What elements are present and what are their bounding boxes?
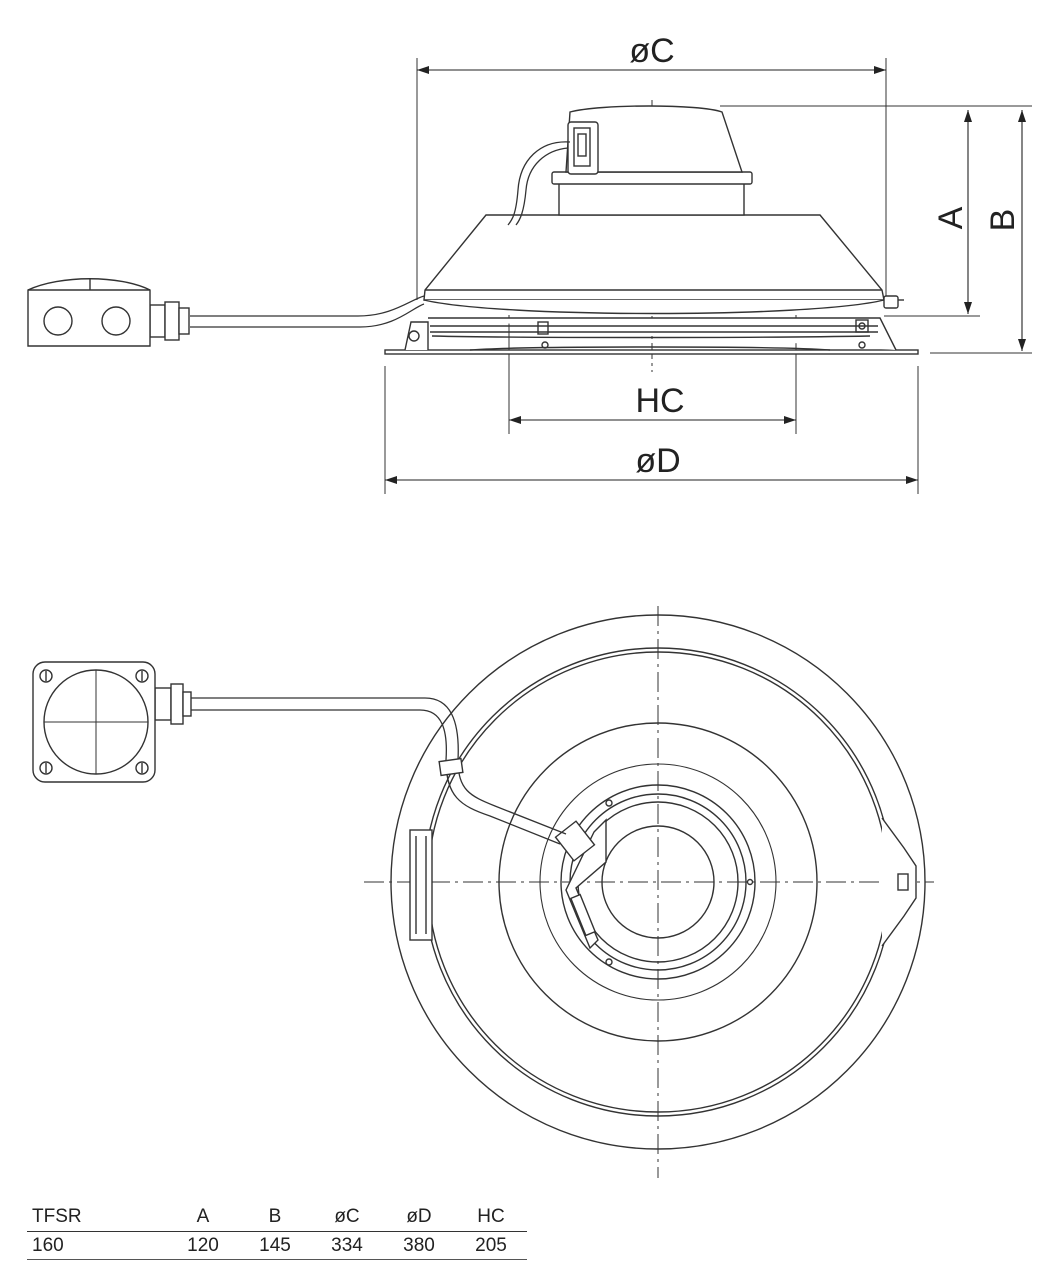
motor-hub xyxy=(601,825,715,939)
spec-table: TFSR A B øC øD HC 160 120 145 334 380 20… xyxy=(27,1204,527,1260)
spec-table-header-row: TFSR A B øC øD HC xyxy=(27,1204,527,1232)
top-view xyxy=(32,606,934,1178)
supply-cable xyxy=(190,295,425,317)
col-header-hc: HC xyxy=(455,1204,527,1232)
col-header-model: TFSR xyxy=(27,1204,167,1232)
dim-label-od: øD xyxy=(635,442,680,480)
cell-model: 160 xyxy=(27,1231,167,1260)
base-plate xyxy=(384,349,919,355)
left-bracket xyxy=(409,829,433,941)
cell-od: 380 xyxy=(383,1231,455,1260)
top-supply-cable xyxy=(190,697,567,835)
col-header-oc: øC xyxy=(311,1204,383,1232)
col-header-a: A xyxy=(167,1204,239,1232)
motor-cable xyxy=(507,141,571,226)
cell-b: 145 xyxy=(239,1231,311,1260)
col-header-b: B xyxy=(239,1204,311,1232)
dim-label-a: A xyxy=(932,206,970,229)
control-box-side xyxy=(27,278,151,347)
col-header-od: øD xyxy=(383,1204,455,1232)
control-box-top xyxy=(32,661,156,783)
side-view xyxy=(27,58,1032,494)
fan-housing xyxy=(423,214,885,301)
outer-flange xyxy=(390,614,926,1150)
dim-label-b: B xyxy=(984,209,1022,232)
cell-a: 120 xyxy=(167,1231,239,1260)
cell-oc: 334 xyxy=(311,1231,383,1260)
motor-ring xyxy=(560,784,756,980)
table-row: 160 120 145 334 380 205 xyxy=(27,1231,527,1260)
motor-cap xyxy=(565,105,743,173)
dim-label-hc: HC xyxy=(635,382,684,420)
cell-hc: 205 xyxy=(455,1231,527,1260)
dim-label-oc: øC xyxy=(629,32,674,70)
